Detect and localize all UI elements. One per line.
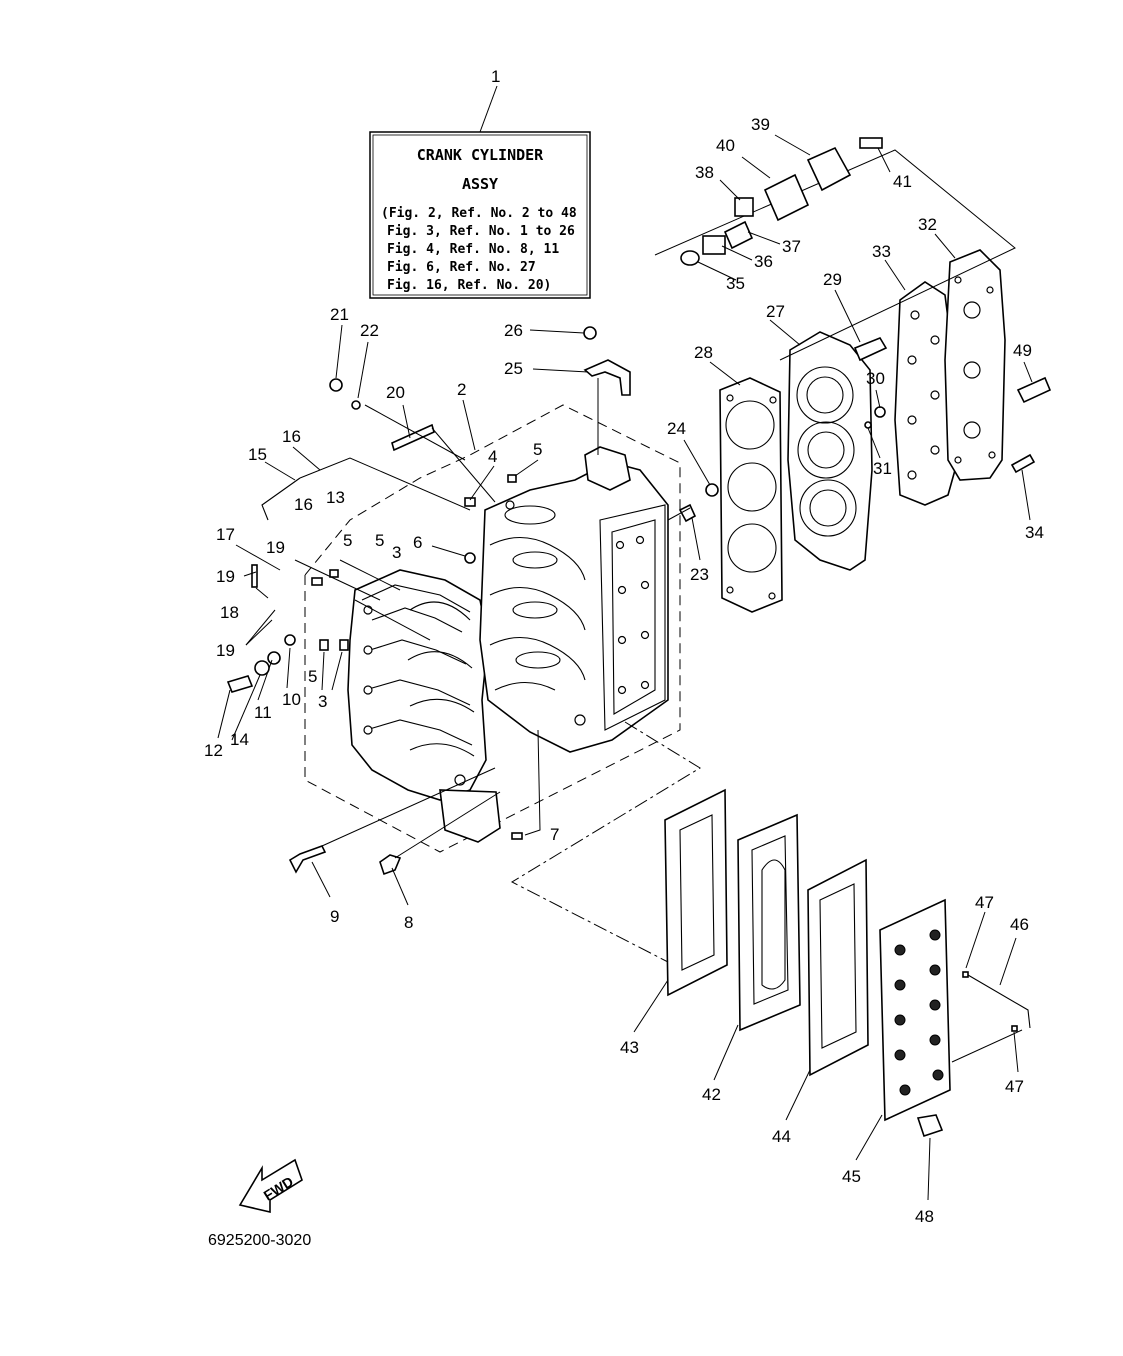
callout-7: 7 xyxy=(550,825,559,844)
fwd-arrow: FWD xyxy=(238,1158,303,1214)
title-line-2: ASSY xyxy=(462,175,498,193)
callout-4: 4 xyxy=(488,447,497,466)
callout-16b: 16 xyxy=(294,495,313,514)
head-gasket xyxy=(719,377,783,613)
callout-34: 34 xyxy=(1025,523,1044,542)
callout-2: 2 xyxy=(457,380,466,399)
callout-35: 35 xyxy=(726,274,745,293)
callout-39: 39 xyxy=(751,115,770,134)
callout-8: 8 xyxy=(404,913,413,932)
exhaust-gasket-43 xyxy=(664,788,728,997)
callout-29: 29 xyxy=(823,270,842,289)
drawing-code: 6925200-3020 xyxy=(208,1232,311,1249)
callout-5d: 5 xyxy=(308,667,317,686)
callout-30: 30 xyxy=(866,369,885,388)
title-ref-3: Fig. 4, Ref. No. 8, 11 xyxy=(387,242,559,257)
callout-24: 24 xyxy=(667,419,686,438)
callout-11: 11 xyxy=(254,703,272,722)
callout-48: 48 xyxy=(915,1207,934,1226)
callout-labels: 1 2 3 3 4 5 5 5 5 6 7 8 9 10 11 12 13 14… xyxy=(204,67,1044,1226)
callout-22: 22 xyxy=(360,321,379,340)
leader-lines xyxy=(294,378,1023,1063)
title-box: CRANK CYLINDER ASSY (Fig. 2, Ref. No. 2 … xyxy=(369,131,591,299)
callout-6: 6 xyxy=(413,533,422,552)
callout-9: 9 xyxy=(330,907,339,926)
callout-19a: 19 xyxy=(266,538,285,557)
callout-18: 18 xyxy=(220,603,239,622)
callout-44: 44 xyxy=(772,1127,791,1146)
cylinder-head xyxy=(787,331,873,571)
callout-5a: 5 xyxy=(533,440,542,459)
exhaust-gasket-44 xyxy=(807,858,869,1077)
callout-38: 38 xyxy=(695,163,714,182)
assembly-boundary xyxy=(304,404,681,853)
exhaust-plate-42 xyxy=(737,813,801,1032)
callout-49: 49 xyxy=(1013,341,1032,360)
head-cover-gasket xyxy=(894,281,956,506)
callout-12: 12 xyxy=(204,741,223,760)
callout-16a: 16 xyxy=(282,427,301,446)
head-cover xyxy=(944,249,1006,481)
callout-41: 41 xyxy=(893,172,912,191)
callout-28: 28 xyxy=(694,343,713,362)
title-ref-4: Fig. 6, Ref. No. 27 xyxy=(387,260,536,275)
callout-42: 42 xyxy=(702,1085,721,1104)
title-line-1: CRANK CYLINDER xyxy=(417,146,544,164)
callout-14: 14 xyxy=(230,730,249,749)
callout-19b: 19 xyxy=(216,567,235,586)
callout-43: 43 xyxy=(620,1038,639,1057)
title-ref-2: Fig. 3, Ref. No. 1 to 26 xyxy=(387,224,575,239)
callout-5c: 5 xyxy=(375,531,384,550)
callout-26: 26 xyxy=(504,321,523,340)
callout-32: 32 xyxy=(918,215,937,234)
callout-1: 1 xyxy=(491,67,500,86)
thermostat-parts xyxy=(680,137,883,266)
outer-cover-plate xyxy=(879,898,951,1122)
callout-23: 23 xyxy=(690,565,709,584)
leader-1 xyxy=(479,85,498,133)
callout-3a: 3 xyxy=(392,543,401,562)
callout-37: 37 xyxy=(782,237,801,256)
callout-47b: 47 xyxy=(1005,1077,1024,1096)
callout-45: 45 xyxy=(842,1167,861,1186)
hardware xyxy=(226,326,1052,1138)
callout-25: 25 xyxy=(504,359,523,378)
callout-21: 21 xyxy=(330,305,349,324)
callout-47a: 47 xyxy=(975,893,994,912)
callout-10: 10 xyxy=(282,690,301,709)
callout-20: 20 xyxy=(386,383,405,402)
callout-15: 15 xyxy=(248,445,267,464)
callout-3b: 3 xyxy=(318,692,327,711)
callout-40: 40 xyxy=(716,136,735,155)
callout-19c: 19 xyxy=(216,641,235,660)
title-ref-5: Fig. 16, Ref. No. 20) xyxy=(387,278,551,293)
crankcase-left-half xyxy=(347,569,501,843)
cylinder-block xyxy=(479,446,669,753)
callout-36: 36 xyxy=(754,252,773,271)
callout-31: 31 xyxy=(873,459,892,478)
callout-27: 27 xyxy=(766,302,785,321)
callout-13: 13 xyxy=(326,488,345,507)
callout-5b: 5 xyxy=(343,531,352,550)
title-ref-1: (Fig. 2, Ref. No. 2 to 48 xyxy=(381,206,577,221)
callout-33: 33 xyxy=(872,242,891,261)
callout-leaders xyxy=(217,134,1033,1201)
callout-17: 17 xyxy=(216,525,235,544)
callout-46: 46 xyxy=(1010,915,1029,934)
